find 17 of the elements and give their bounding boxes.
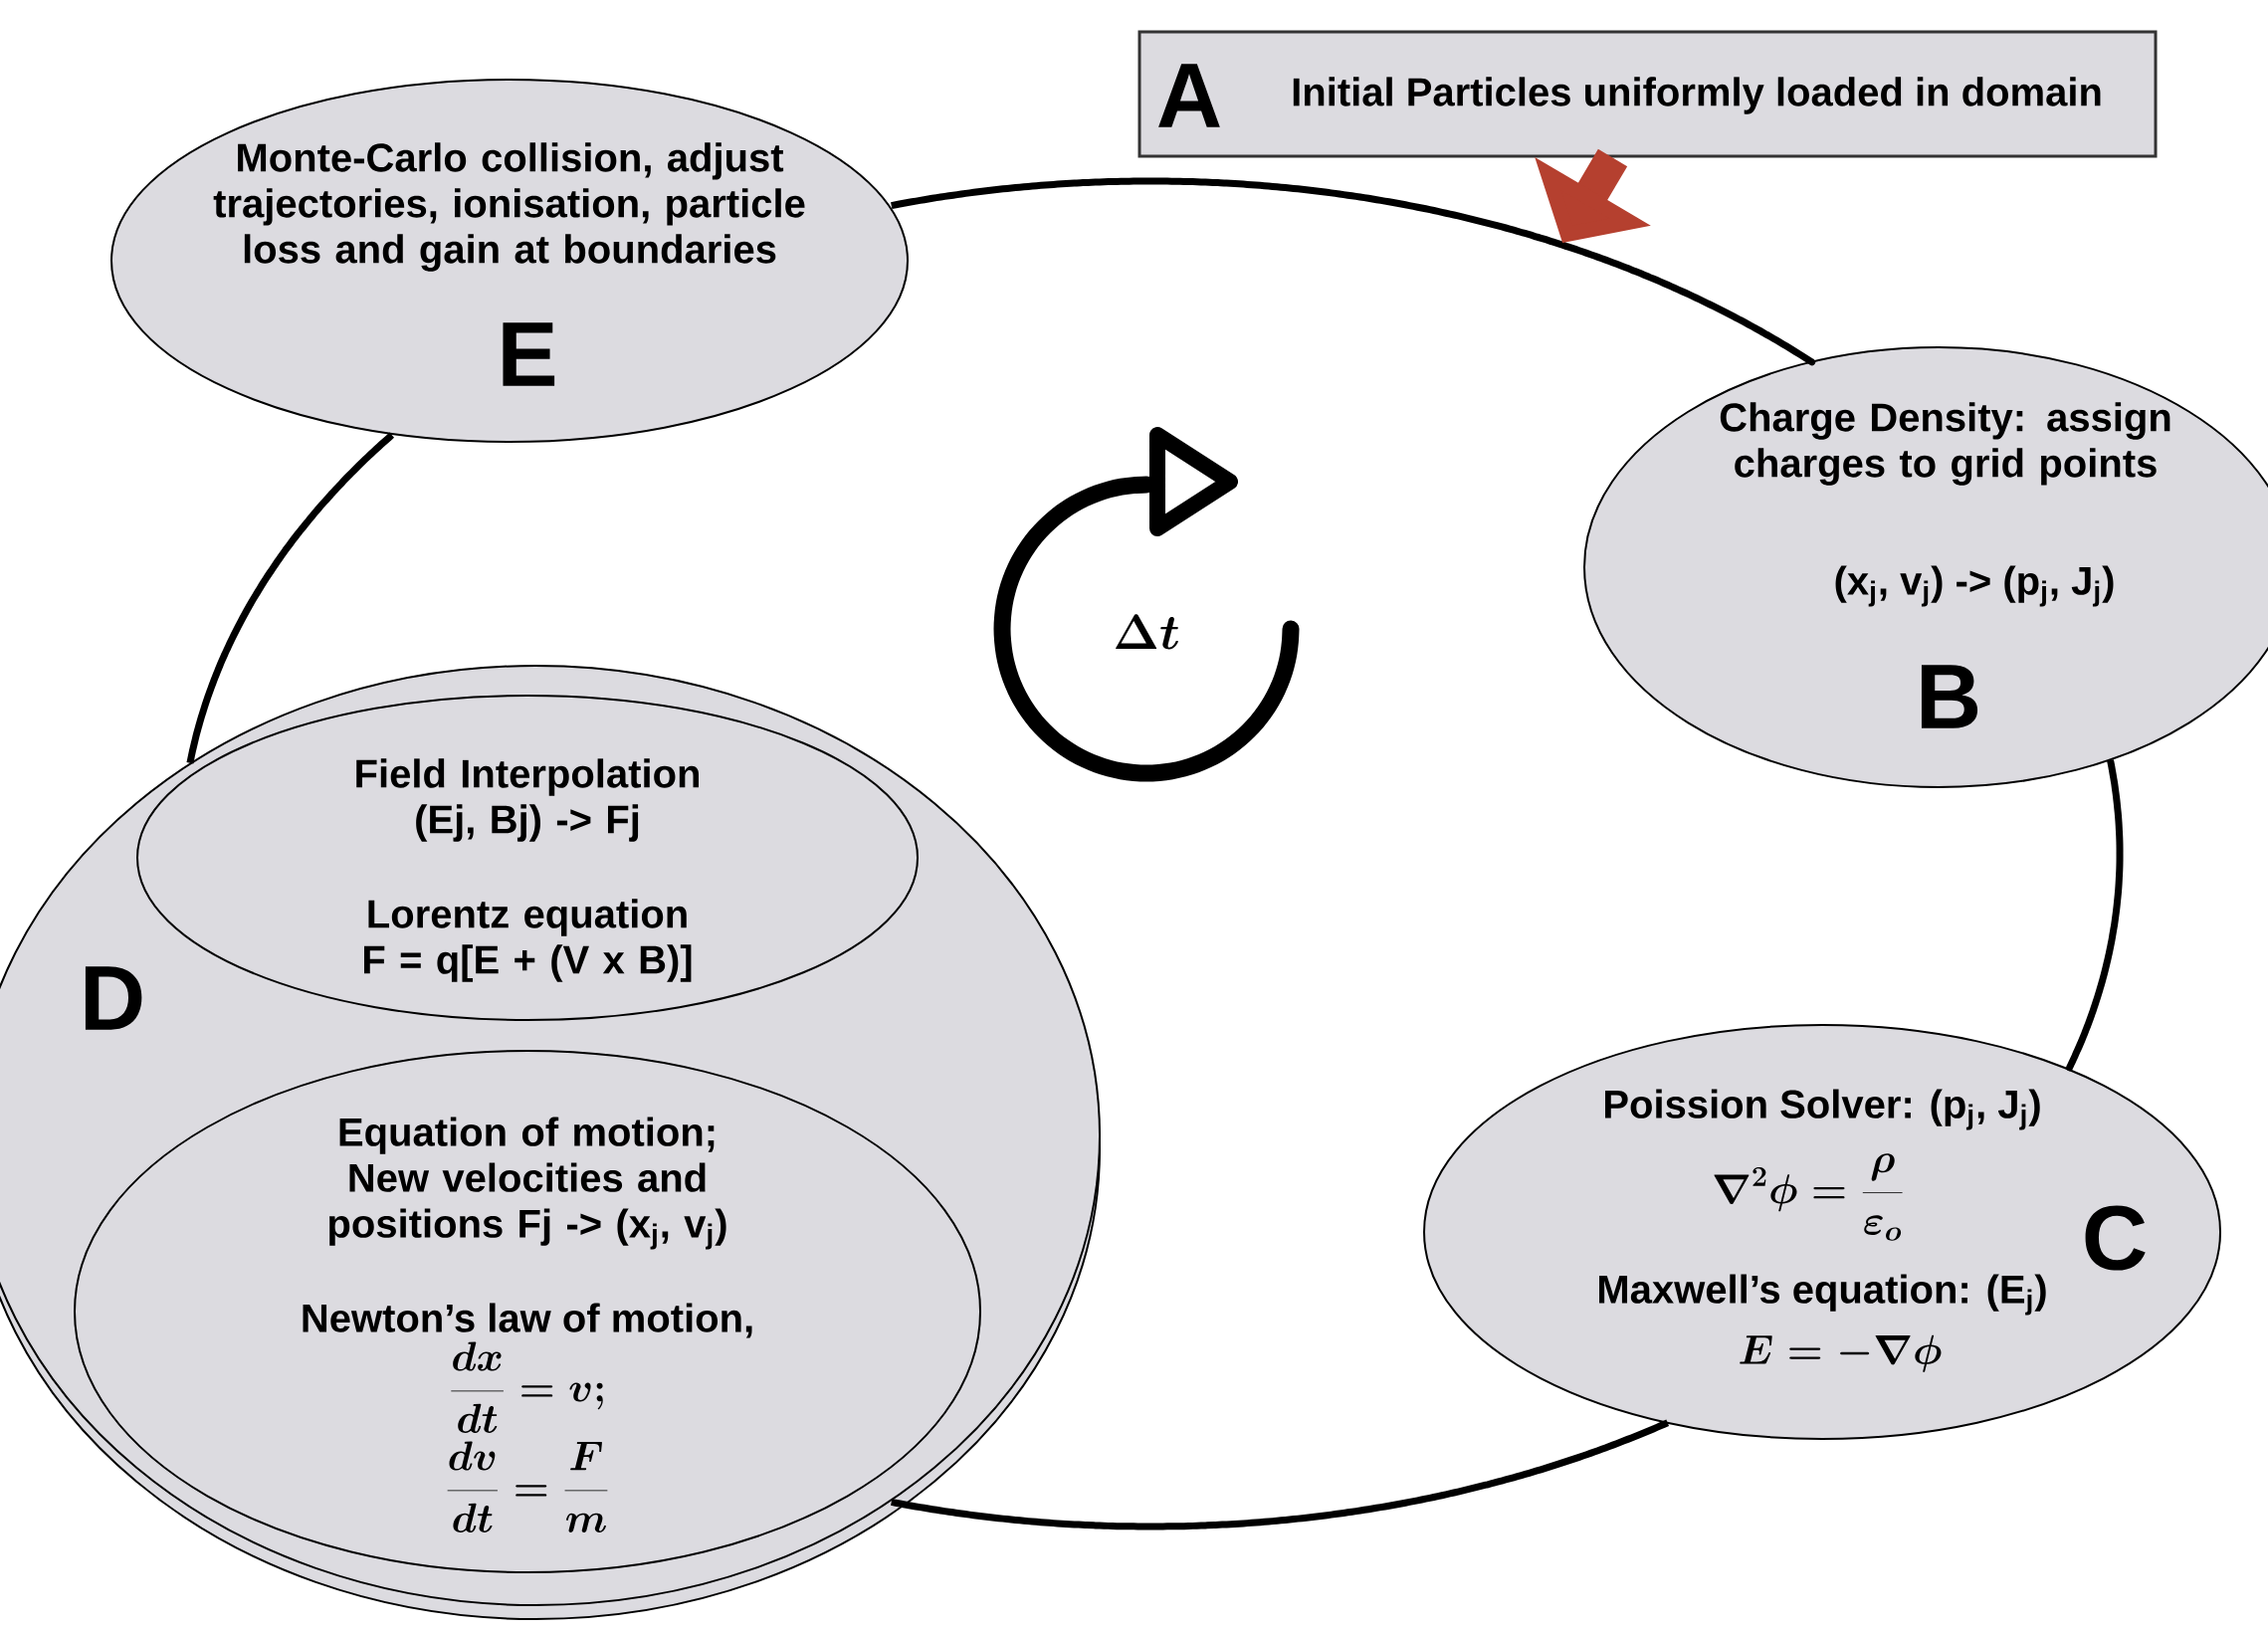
step-text: Charge Density: assign charges to grid points xyxy=(1720,402,2170,486)
step-text: Maxwell’s equation: (E$_{j}$) xyxy=(1599,1274,2046,1316)
step-text: (x$_{j}$, v$_{j}$) -> (p$_{j}$, J$_{j}$) xyxy=(1835,565,2114,607)
connector-line xyxy=(186,432,395,764)
step-text: Initial Particles uniformly loaded in domain xyxy=(1293,77,2101,114)
time-step-label: $\Delta t$ xyxy=(1116,614,1178,650)
connector-line xyxy=(891,1419,1670,1530)
connector-line xyxy=(2066,759,2124,1071)
step-text: Poission Solver: (p$_{j}$, J$_{j}$) xyxy=(1605,1089,2040,1130)
step-text: Monte-Carlo collision, adjust trajectories, ionisation, particle loss and gain at boundaries xyxy=(213,142,805,272)
formula: $E = -\nabla\phi$ xyxy=(1740,1334,1942,1372)
connector-line xyxy=(891,177,1815,366)
step-letter: A xyxy=(1158,64,1220,127)
formula: $\nabla^2\phi = \frac{\rho}{\varepsilon_o}$ xyxy=(1714,1153,1903,1241)
step-letter: E xyxy=(503,322,555,386)
step-letter: C xyxy=(2085,1205,2146,1271)
step-letter: B xyxy=(1921,665,1978,728)
